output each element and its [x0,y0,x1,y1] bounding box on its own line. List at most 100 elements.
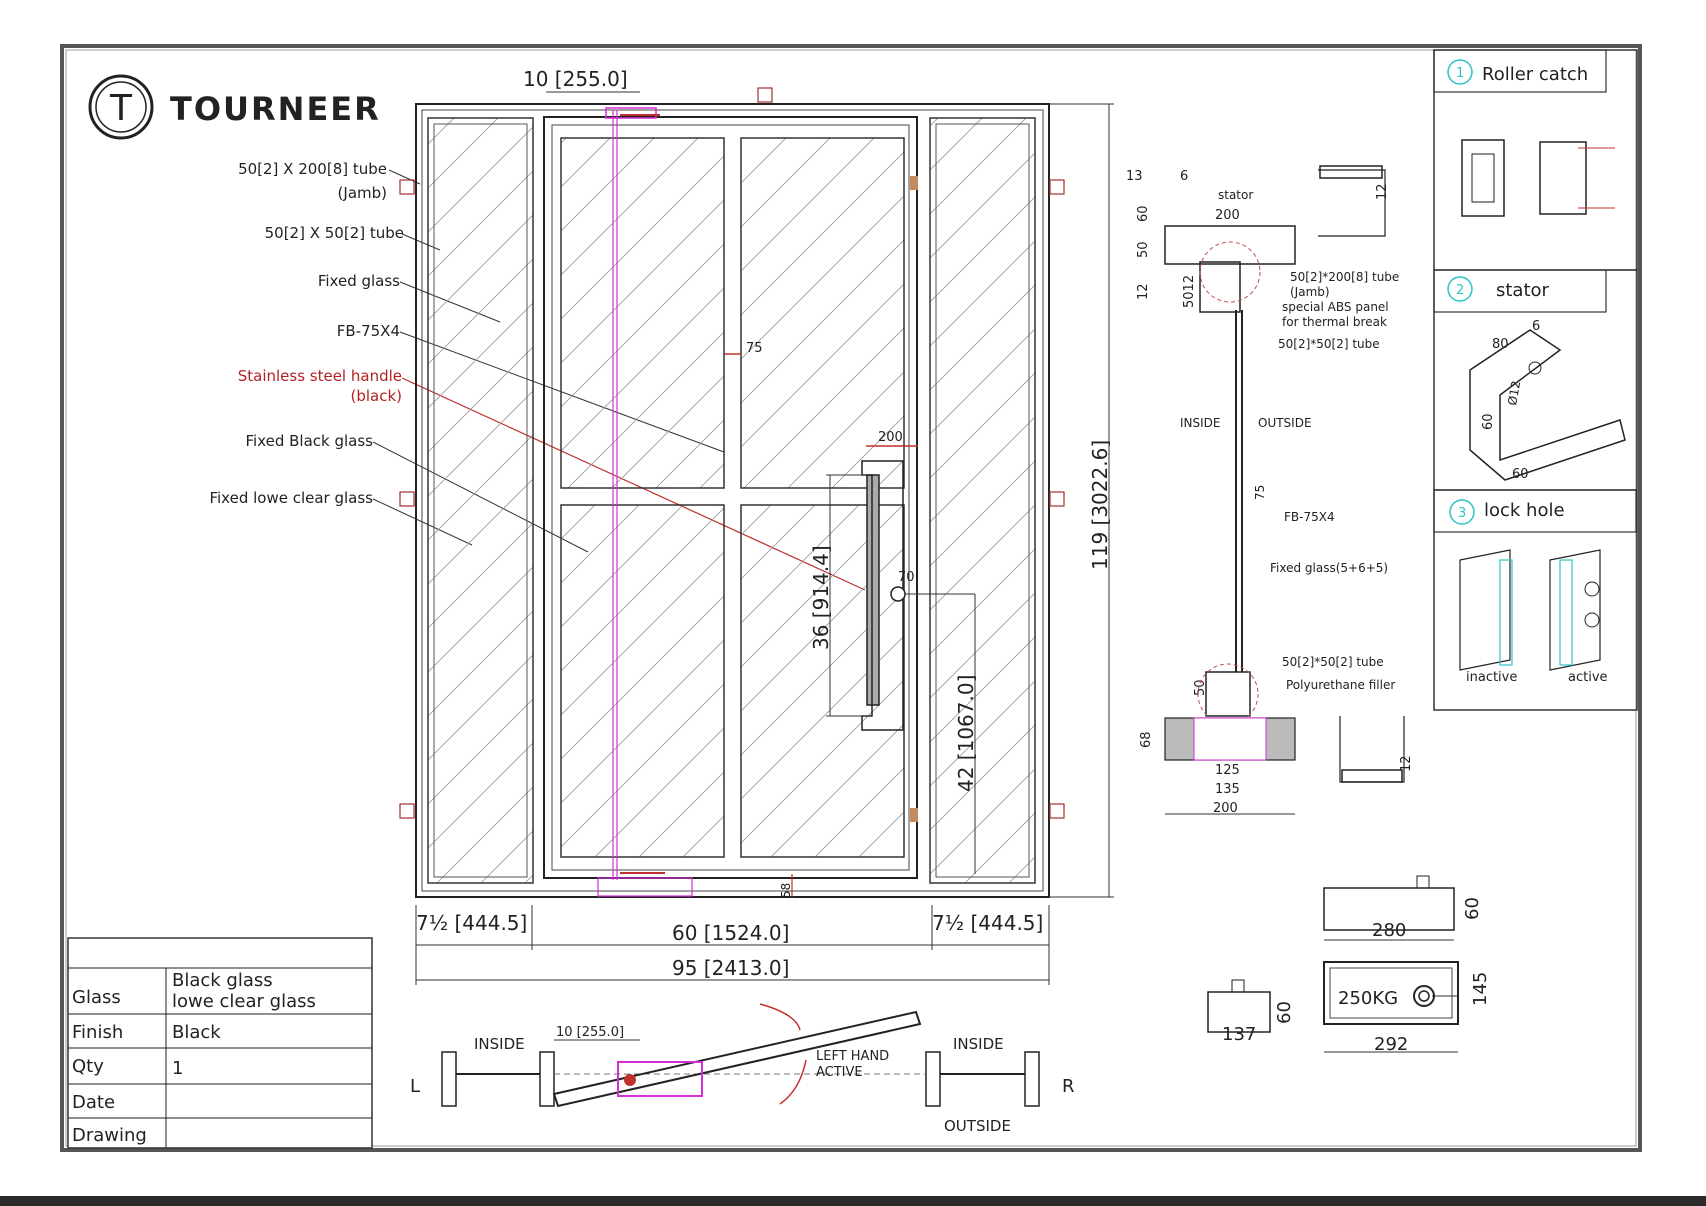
detail-3-active: active [1568,670,1608,685]
plan-inside-right: INSIDE [953,1035,1004,1053]
dim-overall-width: 95 [2413.0] [672,956,789,980]
dim-side-right: 7½ [444.5] [932,911,1043,935]
sec-t12: 12 [1375,183,1390,200]
callout-fb: FB-75X4 [337,322,400,340]
table-label-date: Date [72,1092,115,1113]
dim-top-offset: 10 [255.0] [523,67,628,91]
callout-tube-50: 50[2] X 50[2] tube [265,224,404,242]
sec-b125: 125 [1215,763,1240,778]
table-label-finish: Finish [72,1022,123,1043]
callout-handle-black: (black) [350,387,402,405]
plan-inside-left: INSIDE [474,1035,525,1053]
sec-stator: stator [1218,188,1253,202]
callout-jamb: (Jamb) [338,184,387,202]
svg-text:T: T [109,88,133,129]
detail-1-title: Roller catch [1482,64,1588,85]
plan-offset: 10 [255.0] [556,1025,624,1040]
callout-black-glass: Fixed Black glass [246,432,374,450]
door-handle [866,474,880,706]
detail-2-d60a: 60 [1481,413,1496,430]
sec-filler: Polyurethane filler [1286,678,1395,692]
sec-d75: 75 [1253,485,1267,500]
dim-bottom: 58 [779,883,793,898]
pivot-plate-w: 292 [1374,1034,1408,1055]
sec-b68: 68 [1139,731,1154,748]
dim-mullion: 75 [746,341,763,356]
sec-tube-50: 50[2]*50[2] tube [1278,337,1380,351]
pivot-plate-label: 250KG [1338,988,1398,1009]
sec-b135: 135 [1215,782,1240,797]
callout-fixed-glass: Fixed glass [318,272,400,290]
sec-d200: 200 [1215,208,1240,223]
detail-3-title: lock hole [1484,500,1565,521]
sec-d5012: 5012 [1182,275,1197,308]
sec-jamb: (Jamb) [1290,285,1330,299]
detail-roller-catch: 1 Roller catch [1433,49,1615,217]
pivot-top-w: 280 [1372,920,1406,941]
dim-overall-height: 119 [3022.6] [1088,440,1112,570]
brand-logo: T TOURNEER [88,74,381,140]
sec-tube-jamb: 50[2]*200[8] tube [1290,270,1399,284]
brand-name: TOURNEER [170,90,381,128]
detail-2-d60b: 60 [1512,467,1529,482]
callout-handle: Stainless steel handle [238,367,402,385]
dim-handle-width: 200 [878,430,903,445]
detail-2-num: 2 [1456,283,1464,298]
pivot-hardware: 280 60 137 60 250KG 292 145 [1207,875,1491,1055]
sec-d6: 6 [1180,169,1188,184]
sec-fb: FB-75X4 [1284,510,1335,524]
bottom-bar [0,1196,1706,1206]
plan-active: ACTIVE [816,1065,863,1080]
table-value-glass-1: Black glass [172,970,273,991]
sec-inside: INSIDE [1180,416,1221,430]
table-value-finish: Black [172,1022,221,1043]
callout-jamb-tube: 50[2] X 200[8] tube [238,160,387,178]
sec-abs-1: special ABS panel [1282,300,1389,314]
sheet-border [60,44,1642,1152]
detail-1-num: 1 [1456,66,1464,81]
detail-stator: 2 stator 80 6 Ø12 60 60 [1433,269,1626,482]
sec-d12: 12 [1136,283,1151,300]
table-label-qty: Qty [72,1056,104,1077]
sec-d50: 50 [1136,241,1151,258]
table-label-drawing: Drawing [72,1125,147,1146]
sec-outside: OUTSIDE [1258,416,1312,430]
detail-2-d80: 80 [1492,337,1509,352]
detail-3-inactive: inactive [1466,670,1517,685]
jamb-section: 13 6 stator 200 60 50 12 5012 12 50[2]*2… [1126,165,1414,816]
plan-outside: OUTSIDE [944,1117,1011,1135]
plan-right: R [1062,1076,1075,1097]
sec-d13: 13 [1126,169,1143,184]
table-value-qty: 1 [172,1058,183,1079]
detail-2-d6: 6 [1532,319,1540,334]
pivot-spindle-icon [1413,985,1435,1007]
plan-left: L [410,1076,420,1097]
plan-left-hand: LEFT HAND [816,1049,889,1064]
dim-lock-height: 42 [1067.0] [954,675,978,792]
table-label-glass: Glass [72,987,121,1008]
dim-door-width: 60 [1524.0] [672,921,789,945]
sec-d60: 60 [1136,205,1151,222]
plan-view: L R INSIDE INSIDE OUTSIDE 10 [255.0] LEF… [410,1003,1075,1135]
sec-b50: 50 [1193,679,1208,696]
sec-b12: 12 [1399,755,1414,772]
dim-lock-offset: 70 [898,570,915,585]
spec-table: Glass Black glass lowe clear glass Finis… [67,937,373,1149]
door-elevation: 10 [255.0] 75 200 36 [914.4] 70 42 [1067… [399,67,1114,985]
pivot-side-h: 60 [1274,1001,1295,1024]
detail-panels: 1 Roller catch 2 stator 80 6 Ø12 60 60 3 [1433,49,1638,711]
sec-b200: 200 [1213,801,1238,816]
dim-handle-height: 36 [914.4] [809,545,833,650]
detail-2-title: stator [1496,280,1550,301]
detail-2-d12: Ø12 [1505,380,1523,407]
pivot-side-w: 137 [1222,1024,1256,1045]
table-value-glass-2: lowe clear glass [172,991,316,1012]
detail-3-num: 3 [1458,506,1466,521]
callout-lowe-glass: Fixed lowe clear glass [209,489,373,507]
pivot-plate-h: 145 [1470,972,1491,1006]
logo-circle-icon [88,74,154,140]
pivot-top-h: 60 [1462,897,1483,920]
detail-lock-hole: 3 lock hole inactive active [1433,489,1637,685]
sec-abs-2: for thermal break [1282,315,1387,329]
